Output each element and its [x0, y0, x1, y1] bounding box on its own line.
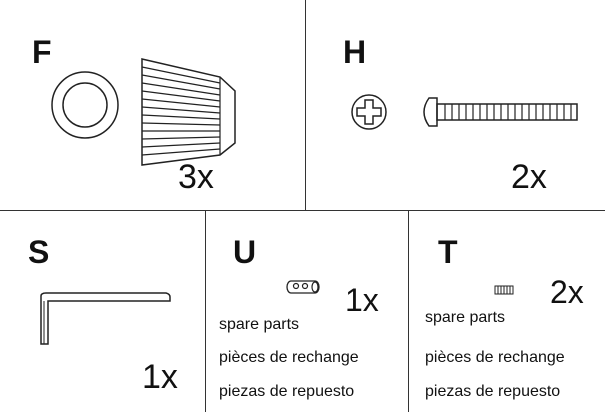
- part-letter-s: S: [28, 234, 50, 270]
- cell-part-u: U 1x spare parts pièces de rechange piez…: [205, 210, 408, 412]
- coupling-icon: [286, 280, 320, 294]
- cell-part-s: S 1x: [0, 210, 205, 412]
- washer-icon: [51, 71, 119, 139]
- screw-icon: [423, 97, 578, 127]
- part-letter-u: U: [233, 234, 257, 270]
- quantity-label-h: 2x: [511, 158, 547, 196]
- set-screw-icon: [494, 285, 514, 295]
- divider-top-vertical: [305, 0, 306, 210]
- note-piezas-t: piezas de repuesto: [425, 383, 561, 400]
- note-pieces-t: pièces de rechange: [425, 349, 565, 366]
- part-letter-h: H: [343, 34, 367, 70]
- quantity-label-f: 3x: [178, 158, 214, 196]
- divider-bottom-left: [205, 210, 206, 412]
- hex-key-icon: [40, 292, 171, 345]
- part-letter-t: T: [438, 234, 458, 270]
- note-spare-parts-t: spare parts: [425, 309, 506, 326]
- divider-horizontal: [0, 210, 605, 211]
- divider-bottom-right: [408, 210, 409, 412]
- wire-nut-icon: [141, 58, 236, 166]
- cell-part-f: F 3x: [0, 0, 305, 210]
- quantity-label-s: 1x: [142, 358, 178, 396]
- cell-part-h: H 2x: [305, 0, 605, 210]
- part-letter-f: F: [32, 34, 52, 70]
- note-piezas-u: piezas de repuesto: [219, 383, 355, 400]
- quantity-label-u: 1x: [345, 282, 379, 318]
- note-spare-parts-u: spare parts: [219, 316, 300, 333]
- note-pieces-u: pièces de rechange: [219, 349, 359, 366]
- quantity-label-t: 2x: [550, 274, 584, 310]
- cell-part-t: T 2x spare parts pièces de rechange piez…: [408, 210, 605, 412]
- screw-head-icon: [351, 94, 387, 130]
